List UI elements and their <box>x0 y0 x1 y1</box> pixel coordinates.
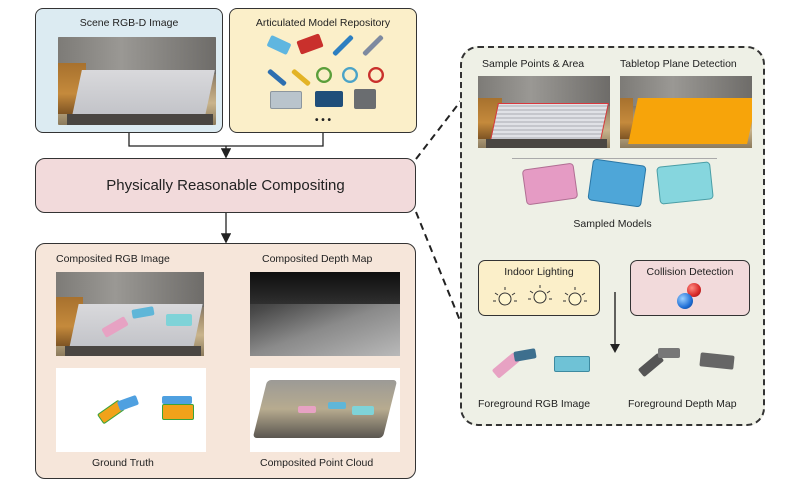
model-repository-panel: Articulated Model Repository • • • <box>229 8 417 133</box>
foreground-rgb-cyan-model <box>554 356 590 372</box>
composited-depth-caption: Composited Depth Map <box>262 253 373 265</box>
stapler-model-icon <box>266 34 292 56</box>
indoor-lighting-box: Indoor Lighting <box>478 260 600 316</box>
scissors-model-icon <box>316 67 332 83</box>
scene-rgbd-title: Scene RGB-D Image <box>79 17 179 29</box>
ground-truth-image <box>56 368 206 452</box>
light-bulb-icon <box>528 285 552 304</box>
input-merge-connector <box>128 133 324 147</box>
foreground-depth-model <box>699 352 735 370</box>
scene-rgbd-panel: Scene RGB-D Image <box>35 8 223 133</box>
box-model-icon <box>270 91 302 109</box>
repository-ellipsis: • • • <box>314 115 332 126</box>
pen-model-icon <box>362 34 384 57</box>
composited-rgb-caption: Composited RGB Image <box>56 253 170 265</box>
outputs-panel: Composited RGB Image Composited Depth Ma… <box>35 243 416 479</box>
tabletop-caption: Tabletop Plane Detection <box>620 58 737 70</box>
zoom-line-top <box>415 97 464 160</box>
compositing-detail-panel: Sample Points & Area Tabletop Plane Dete… <box>460 46 765 426</box>
blue-sphere-icon <box>677 293 693 309</box>
collision-detection-box: Collision Detection <box>630 260 750 316</box>
collision-detection-label: Collision Detection <box>646 266 734 278</box>
flow-down-arrow <box>610 292 620 353</box>
scene-rgb-thumb <box>58 37 216 125</box>
foreground-depth-caption: Foreground Depth Map <box>628 398 737 410</box>
box-model-icon <box>315 91 343 107</box>
light-bulb-icon <box>563 287 587 306</box>
sample-points-image <box>478 76 610 148</box>
sampled-model-blue <box>587 158 647 208</box>
foreground-rgb-caption: Foreground RGB Image <box>478 398 591 410</box>
composited-point-cloud-caption: Composited Point Cloud <box>260 457 374 469</box>
sampled-models-caption: Sampled Models <box>573 218 652 230</box>
red-sphere-icon <box>687 283 701 297</box>
foreground-depth-model <box>658 348 680 358</box>
indoor-lighting-label: Indoor Lighting <box>504 266 574 278</box>
compositing-box: Physically Reasonable Compositing <box>35 158 416 213</box>
zoom-line-bottom <box>415 211 464 329</box>
sampled-model-cyan <box>656 161 714 205</box>
stapler-model-icon <box>296 33 324 55</box>
light-bulb-icons <box>493 285 587 306</box>
foreground-rgb-dark-model <box>513 348 537 362</box>
composited-point-cloud-image <box>250 368 400 452</box>
divider-line <box>512 158 717 159</box>
composited-depth-image <box>250 272 400 356</box>
compositing-label: Physically Reasonable Compositing <box>106 177 345 194</box>
scissors-model-icon <box>342 67 358 83</box>
knife-model-icon <box>290 68 312 87</box>
scissors-model-icon <box>368 67 384 83</box>
light-bulb-icon <box>493 287 517 306</box>
knife-model-icon <box>266 68 288 87</box>
tabletop-plane-image <box>620 76 752 148</box>
composited-rgb-image <box>56 272 204 356</box>
pen-model-icon <box>332 34 354 57</box>
model-repository-title: Articulated Model Repository <box>255 17 391 29</box>
ground-truth-caption: Ground Truth <box>92 457 154 469</box>
box-model-icon <box>354 89 376 109</box>
sampled-model-pink <box>521 162 579 206</box>
sample-points-caption: Sample Points & Area <box>482 58 585 70</box>
